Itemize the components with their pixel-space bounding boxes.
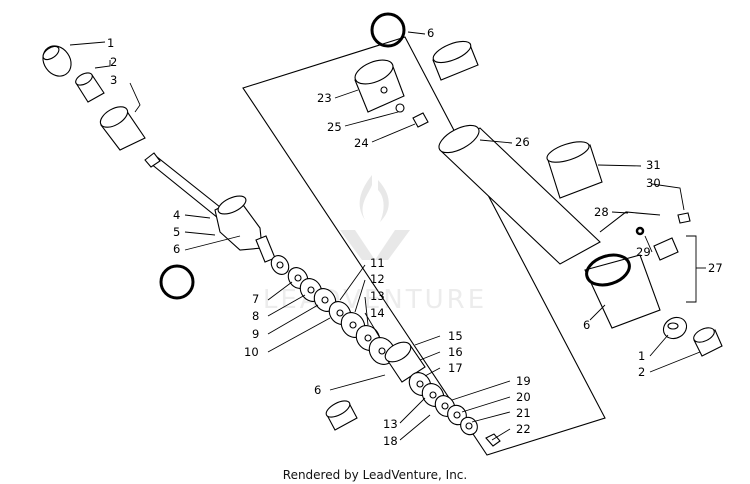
callout-24: 24 [354,136,369,150]
leader-12 [354,279,366,313]
leader-2 [94,60,111,69]
leader-18 [399,414,431,441]
leader-27-bracket [686,235,697,303]
leader-30 [651,183,685,211]
seal-25 [395,103,405,113]
callout-1-right: 1 [638,349,646,363]
valve-29 [653,237,679,261]
callout-30: 30 [646,176,661,190]
watermark: LEADVENTURE [263,175,487,315]
callout-6-top: 6 [427,26,435,40]
callout-8: 8 [252,309,260,323]
body-lower [584,254,661,329]
leader-29 [644,235,653,253]
leader-8 [267,294,306,317]
leader-25 [344,111,399,127]
callout-23: 23 [317,91,332,105]
callout-16: 16 [448,345,463,359]
callout-20: 20 [516,390,531,404]
callout-22: 22 [516,422,531,436]
leader-1 [69,41,106,46]
callout-1: 1 [107,36,115,50]
nut-22 [485,433,501,447]
leader-4 [184,214,211,219]
leader-13b [399,397,426,424]
leader-7 [267,281,293,301]
callout-7: 7 [252,292,260,306]
leader-23 [334,89,359,99]
leader-19 [451,380,511,401]
leader-16 [419,351,441,361]
callout-6-right: 6 [583,318,591,332]
callout-19: 19 [516,374,531,388]
leader-9 [267,304,319,335]
callout-4: 4 [173,208,181,222]
callout-17: 17 [448,361,463,375]
callout-29: 29 [636,245,651,259]
callout-15: 15 [448,329,463,343]
o-ring-28 [635,226,645,236]
leader-15 [414,335,441,346]
valve-24 [412,112,429,128]
callout-31: 31 [646,158,661,172]
callout-6: 6 [173,242,181,256]
callout-5: 5 [173,225,181,239]
callout-18: 18 [383,434,398,448]
callout-6-bottom: 6 [314,383,322,397]
callout-11: 11 [370,256,385,270]
leader-1b [649,334,669,357]
leader-14 [364,312,381,339]
callout-21: 21 [516,406,531,420]
callout-13: 13 [370,289,385,303]
callout-13-bottom: 13 [383,417,398,431]
callout-3: 3 [110,73,118,87]
screw-30 [677,212,691,224]
leader-10 [267,317,331,353]
render-credit: Rendered by LeadVenture, Inc. [282,468,468,482]
callout-2-right: 2 [638,365,646,379]
leader-5 [184,231,216,236]
leader-6b [329,374,386,391]
leader-20 [461,396,511,413]
leader-22 [491,428,511,441]
leader-6a [184,235,241,251]
leader-17 [424,367,441,377]
leader-13a [364,296,369,326]
callout-2: 2 [110,55,118,69]
callout-14: 14 [370,306,385,320]
callout-25: 25 [327,120,342,134]
callout-9: 9 [252,327,260,341]
leader-28 [611,211,629,214]
callout-12: 12 [370,272,385,286]
callout-26: 26 [515,135,530,149]
o-ring-6 [159,264,195,300]
o-ring-6-top [370,12,406,48]
leader-24 [371,123,416,143]
callout-28: 28 [594,205,609,219]
watermark-text: LEADVENTURE [263,285,487,315]
leader-21 [471,411,511,423]
leader-3 [129,82,141,113]
assembly-box [242,36,606,456]
leader-2b [649,351,701,373]
leader-11 [339,264,366,301]
leader-31 [597,164,642,167]
leader-6c [407,31,426,35]
callout-27: 27 [708,261,723,275]
leader-6d [589,304,606,321]
callout-10: 10 [244,345,259,359]
leader-26 [479,139,513,144]
